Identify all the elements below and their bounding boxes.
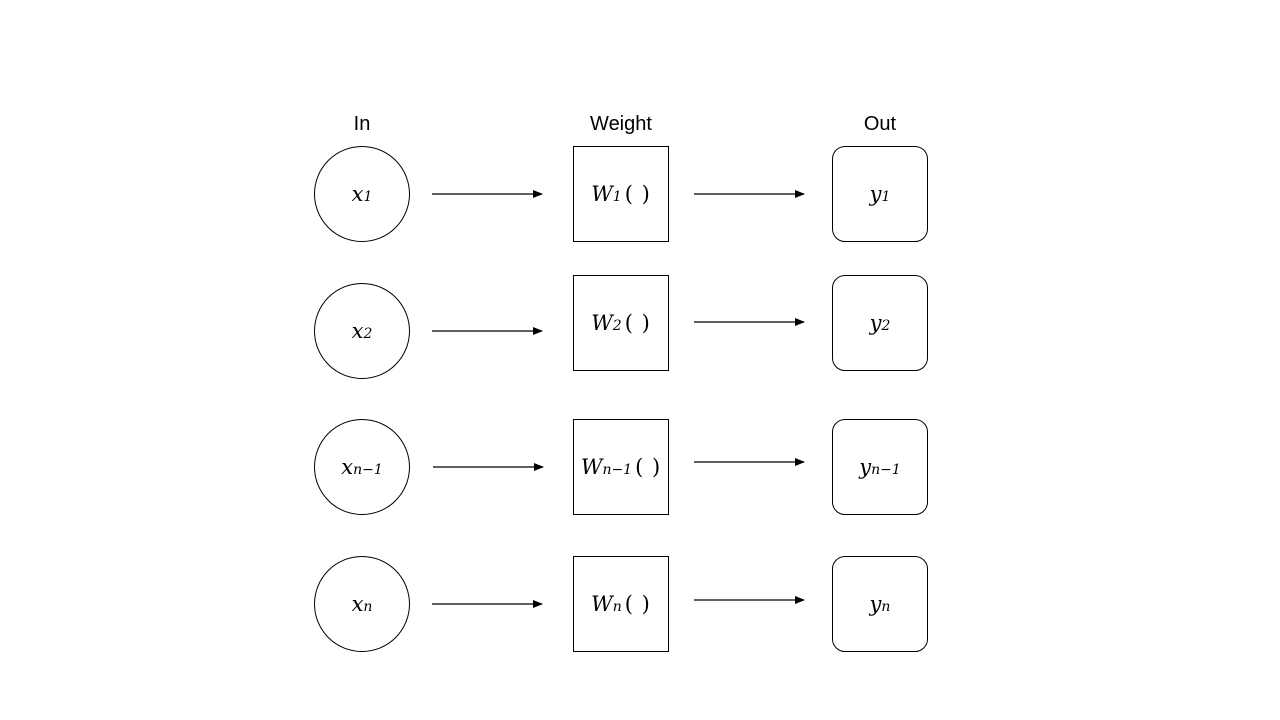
weight-parens: ( )	[624, 182, 651, 206]
input-var: x	[351, 319, 364, 343]
weight-parens: ( )	[635, 455, 662, 479]
input-subscript: 1	[363, 189, 373, 205]
output-var: y	[869, 182, 882, 206]
column-header-out: Out	[863, 113, 897, 135]
column-header-weight: Weight	[590, 113, 652, 135]
weight-var: W	[591, 311, 613, 335]
weight-var: W	[580, 455, 603, 479]
output-subscript: n−1	[871, 462, 901, 478]
weight-subscript: 1	[612, 189, 622, 205]
weight-subscript: n−1	[602, 462, 633, 478]
input-var: x	[351, 182, 364, 206]
weight-parens: ( )	[624, 311, 651, 335]
output-subscript: 2	[881, 318, 891, 334]
weight-var: W	[591, 592, 613, 616]
weight-var: W	[591, 182, 613, 206]
output-subscript: n	[881, 599, 891, 615]
input-var: x	[341, 455, 354, 479]
output-var: y	[869, 592, 882, 616]
column-header-in: In	[353, 113, 371, 135]
output-var: y	[859, 455, 872, 479]
output-var: y	[869, 311, 882, 335]
input-subscript: n	[363, 599, 373, 615]
weight-subscript: 2	[612, 318, 622, 334]
input-subscript: 2	[363, 326, 373, 342]
input-subscript: n−1	[353, 462, 383, 478]
weight-subscript: n	[612, 599, 622, 615]
input-var: x	[351, 592, 364, 616]
output-subscript: 1	[881, 189, 891, 205]
weight-parens: ( )	[624, 592, 651, 616]
